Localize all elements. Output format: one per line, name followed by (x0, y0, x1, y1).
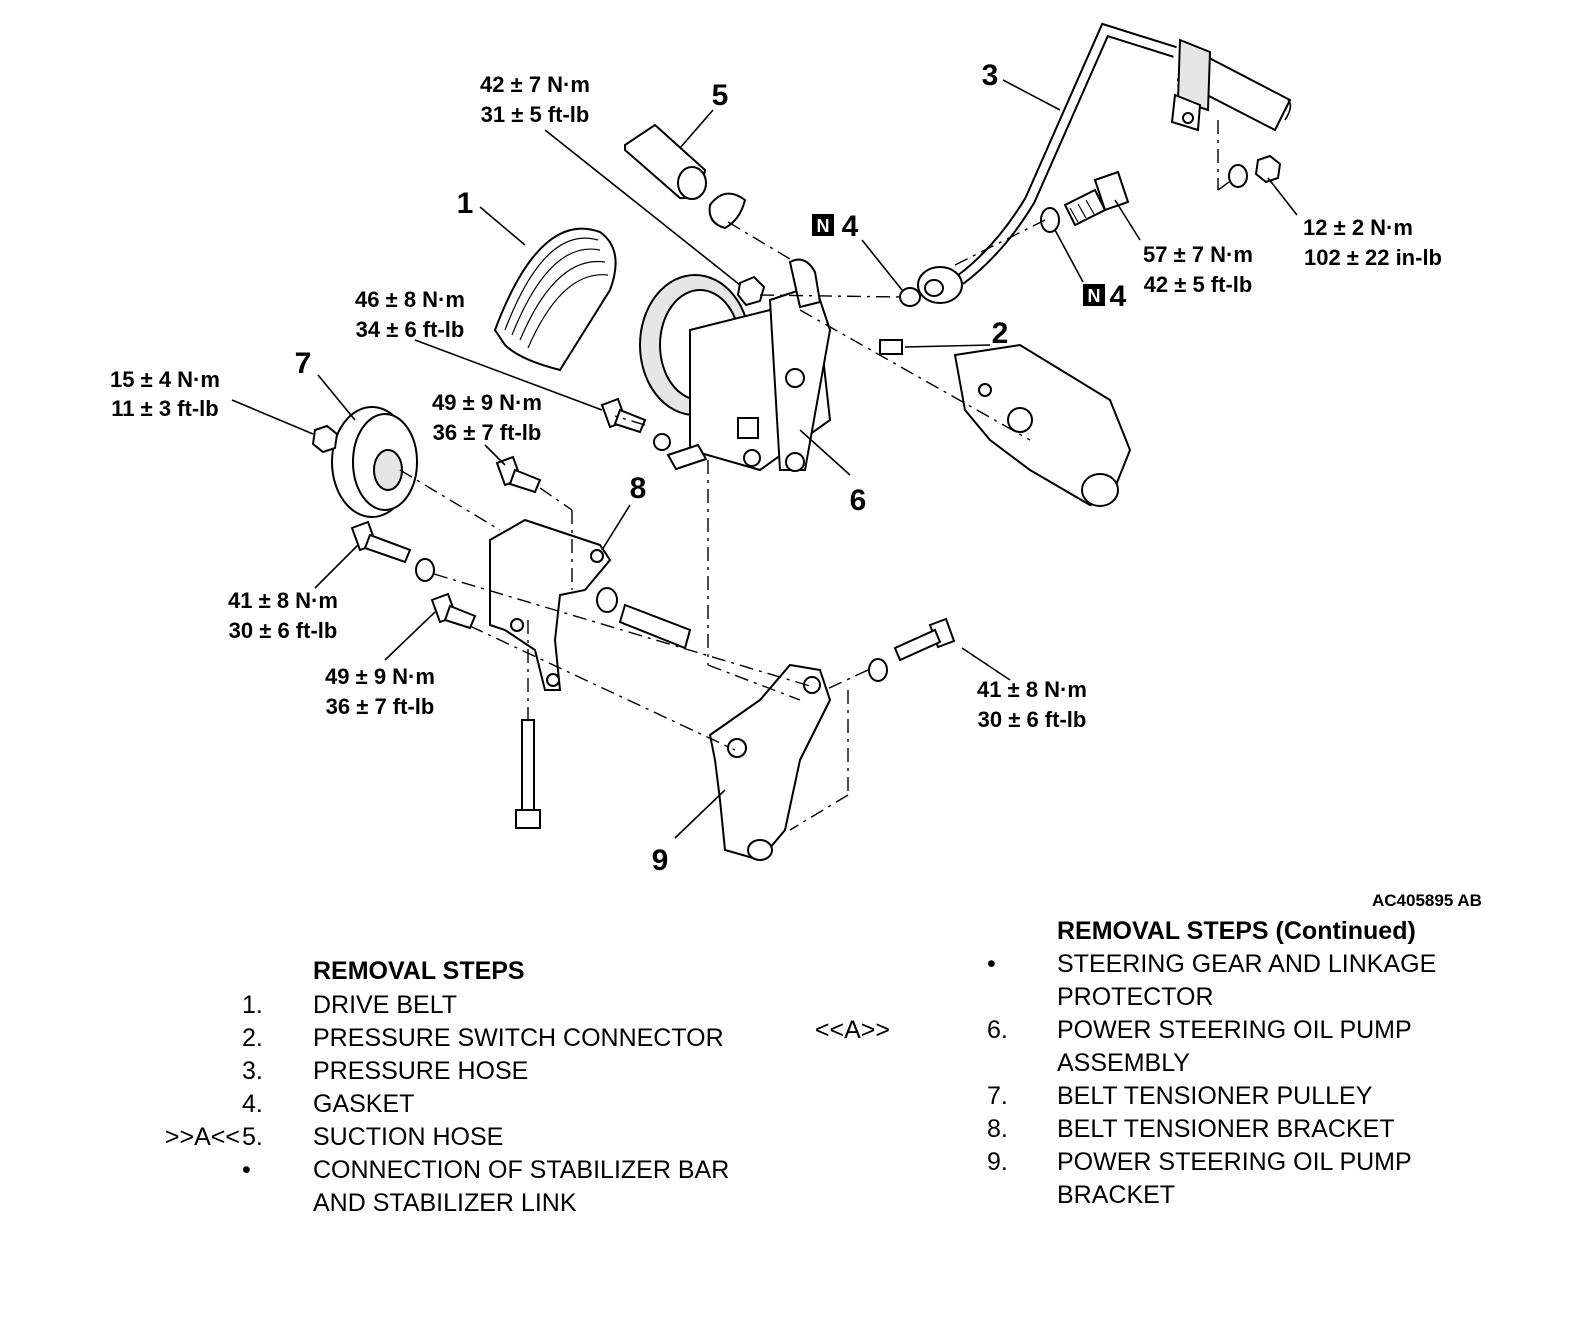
step-number: • (987, 950, 996, 978)
removal-steps-continued-title: REMOVAL STEPS (Continued) (1057, 917, 1416, 945)
torque-ftlb: 34 ± 6 ft-lb (356, 317, 465, 342)
callout-8: 8 (630, 472, 647, 505)
nut (1254, 154, 1282, 184)
callout-1: 1 (457, 187, 474, 220)
n-badge-icon (1083, 284, 1105, 306)
assembly-lines (399, 120, 1233, 831)
torque-nm: 49 ± 9 N·m (325, 664, 435, 689)
step-number: 4. (242, 1090, 263, 1118)
torque-ftlb: 36 ± 7 ft-lb (326, 694, 435, 719)
suction-hose (624, 123, 747, 230)
callout-3: 3 (982, 59, 999, 92)
power-steering-pump-bracket (708, 663, 832, 862)
belt-tensioner-pulley (311, 406, 418, 518)
torque-nm: 12 ± 2 N·m (1303, 215, 1413, 240)
step-text: PRESSURE SWITCH CONNECTOR (313, 1024, 724, 1052)
callout-7: 7 (295, 347, 312, 380)
step-text: CONNECTION OF STABILIZER BAR (313, 1156, 730, 1184)
torque-ftlb: 30 ± 6 ft-lb (978, 707, 1087, 732)
step-text: POWER STEERING OIL PUMP (1057, 1016, 1412, 1044)
step-text: GASKET (313, 1090, 415, 1118)
step-text: PROTECTOR (1057, 983, 1214, 1011)
step-number: 2. (242, 1024, 263, 1052)
step-text: BELT TENSIONER PULLEY (1057, 1082, 1373, 1110)
power-steering-pump (639, 258, 832, 472)
step-text: SUCTION HOSE (313, 1123, 504, 1151)
callout-6: 6 (850, 484, 867, 517)
pressure-switch-connector (879, 339, 903, 355)
torque-nm: 49 ± 9 N·m (432, 390, 542, 415)
step-mark: <<A>> (814, 1016, 890, 1044)
step-number: 8. (987, 1115, 1008, 1143)
gasket-left (899, 287, 921, 307)
step-text: POWER STEERING OIL PUMP (1057, 1148, 1412, 1176)
step-text: DRIVE BELT (313, 991, 458, 1019)
stabilizer-bar (1170, 38, 1292, 132)
step-text: PRESSURE HOSE (313, 1057, 529, 1085)
callout-2: 2 (992, 317, 1009, 350)
n-badge-label: N (817, 216, 830, 236)
leader-lines (231, 79, 1298, 839)
step-text: BELT TENSIONER BRACKET (1057, 1115, 1395, 1143)
callout-4a: 4 (842, 210, 859, 243)
torque-inlb: 102 ± 22 in-lb (1304, 245, 1442, 270)
torque-nm: 42 ± 7 N·m (480, 72, 590, 97)
torque-nm: 41 ± 8 N·m (228, 588, 338, 613)
torque-nm: 15 ± 4 N·m (110, 367, 220, 392)
callout-9: 9 (652, 844, 669, 877)
pressure-hose (917, 22, 1177, 304)
step-number: 1. (242, 991, 263, 1019)
step-number: 5. (242, 1123, 263, 1151)
step-text: BRACKET (1057, 1181, 1176, 1209)
step-text: ASSEMBLY (1057, 1049, 1190, 1077)
step-text: STEERING GEAR AND LINKAGE (1057, 950, 1437, 978)
removal-steps-title: REMOVAL STEPS (313, 957, 525, 985)
drive-belt (493, 227, 617, 372)
callout-4b: 4 (1110, 280, 1127, 313)
eye-bolt (1063, 170, 1130, 227)
step-mark: >>A<< (164, 1123, 240, 1151)
step-number: 7. (987, 1082, 1008, 1110)
torque-ftlb: 11 ± 3 ft-lb (111, 396, 218, 421)
step-text: AND STABILIZER LINK (313, 1189, 577, 1217)
step-number: 6. (987, 1016, 1008, 1044)
steering-gear-protector (953, 343, 1132, 507)
gasket-right (1040, 207, 1060, 233)
callout-5: 5 (712, 79, 729, 112)
callout-numbers: 1 2 3 N 4 N 4 5 6 7 8 9 (295, 59, 1127, 877)
bolts (350, 397, 956, 829)
torque-ftlb: 31 ± 5 ft-lb (481, 102, 590, 127)
torque-specs: 42 ± 7 N·m 31 ± 5 ft-lb 46 ± 8 N·m 34 ± … (110, 72, 1442, 732)
step-number: • (242, 1156, 251, 1184)
torque-nm: 41 ± 8 N·m (977, 677, 1087, 702)
torque-ftlb: 36 ± 7 ft-lb (433, 420, 542, 445)
figure-code: AC405895 AB (1372, 891, 1482, 910)
n-badge-label: N (1088, 286, 1101, 306)
step-number: 9. (987, 1148, 1008, 1176)
torque-ftlb: 30 ± 6 ft-lb (229, 618, 338, 643)
torque-nm: 57 ± 7 N·m (1143, 242, 1253, 267)
washer (1228, 164, 1248, 188)
belt-tensioner-bracket (489, 518, 612, 691)
torque-nm: 46 ± 8 N·m (355, 287, 465, 312)
step-number: 3. (242, 1057, 263, 1085)
n-badge-icon (812, 214, 834, 236)
exploded-view-diagram: 1 2 3 N 4 N 4 5 6 7 8 9 42 ± 7 N·m 31 ± … (110, 22, 1442, 877)
torque-ftlb: 42 ± 5 ft-lb (1144, 272, 1253, 297)
